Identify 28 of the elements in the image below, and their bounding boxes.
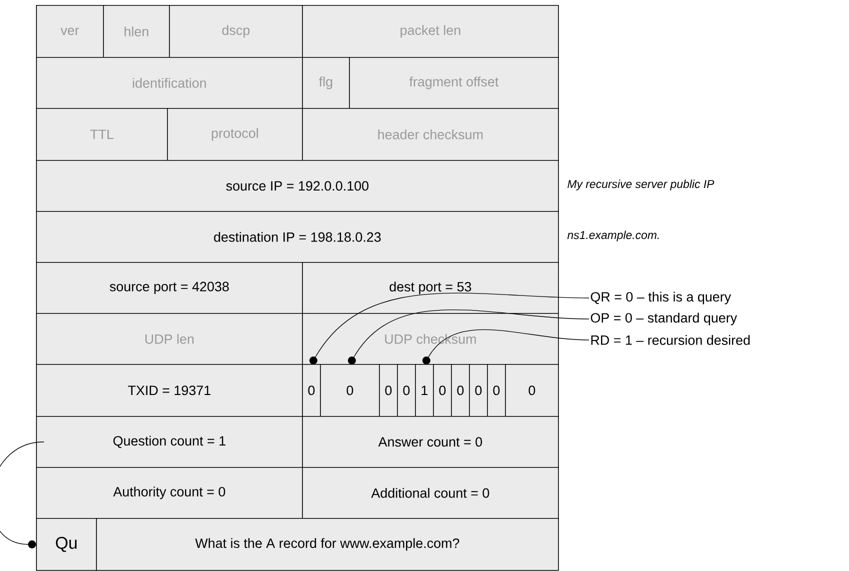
header-field-cell: flg xyxy=(302,57,350,109)
leader-line xyxy=(309,292,590,365)
bit-cell: 0 xyxy=(397,364,416,417)
header-field-cell: UDP len xyxy=(36,313,303,365)
callout-text: OP = 0 – standard query xyxy=(589,312,738,326)
bit-cell: 0 xyxy=(451,364,470,417)
header-field-cell: Qu xyxy=(36,518,97,571)
callout-text: RD = 1 – recursion desired xyxy=(589,334,752,346)
bit-cell: 1 xyxy=(415,364,434,417)
header-field-cell: Additional count = 0 xyxy=(302,467,559,519)
callout-text: QR = 0 – this is a query xyxy=(589,290,732,306)
header-field-cell: Question count = 1 xyxy=(36,416,303,468)
leader-line xyxy=(422,329,590,365)
bit-cell: 0 xyxy=(469,364,488,417)
bit-cell: 0 xyxy=(302,364,321,417)
header-field-cell: source port = 42038 xyxy=(36,262,303,314)
header-field-cell: ver xyxy=(36,5,104,58)
bit-cell: 0 xyxy=(487,364,506,417)
leader-line xyxy=(348,309,590,365)
header-field-cell: dest port = 53 xyxy=(302,262,559,314)
bit-cell: 0 xyxy=(433,364,452,417)
bit-cell: 0 xyxy=(379,364,398,417)
side-note: ns1.example.com. xyxy=(567,230,659,242)
side-note: My recursive server public IP xyxy=(568,180,714,190)
header-field-cell: TTL xyxy=(36,108,168,161)
header-field-cell: protocol xyxy=(167,108,303,161)
header-field-cell: hlen xyxy=(103,5,170,58)
connector-line xyxy=(0,442,44,548)
